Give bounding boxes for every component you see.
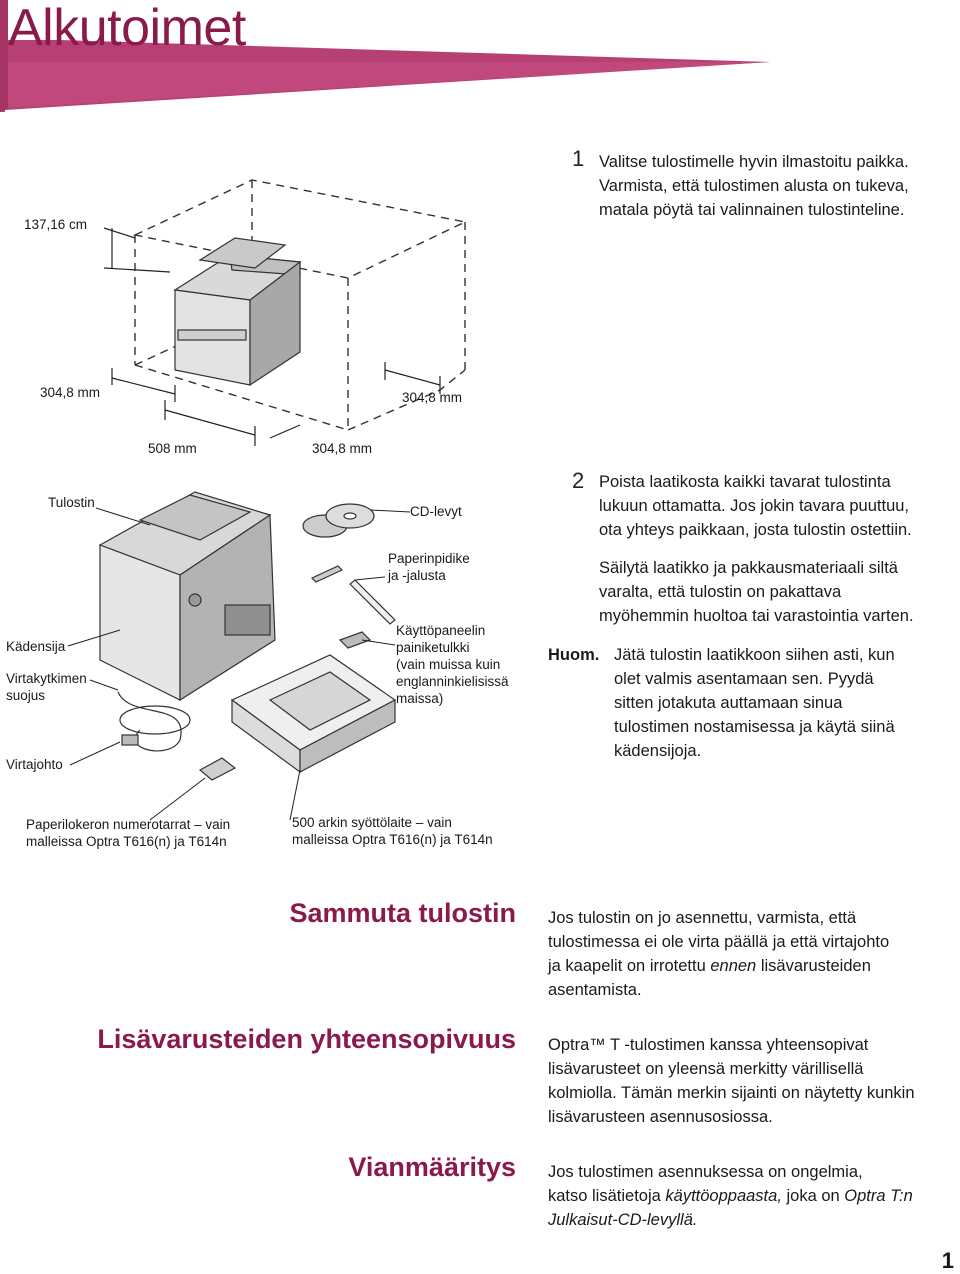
- text-line: asentamista.: [548, 981, 642, 999]
- text-line: Jos tulostimen asennuksessa on ongelmia,: [548, 1163, 863, 1181]
- page-title: Alkutoimet: [8, 0, 246, 57]
- text-line: tulostimessa ei ole virta päällä ja että…: [548, 933, 890, 951]
- dim-height-label: 137,16 cm: [24, 217, 88, 232]
- step-1-number: 1: [572, 146, 585, 171]
- emphasis: ennen: [710, 957, 757, 975]
- note-line: kädensijoja.: [614, 742, 702, 760]
- label-feeder: 500 arkin syöttölaite – vain malleissa O…: [292, 814, 493, 848]
- step-1-line: matala pöytä tai valinnainen tulostintel…: [599, 201, 905, 219]
- label-power-switch-cover: Virtakytkimen suojus: [6, 670, 87, 704]
- label-line: ja -jalusta: [388, 568, 446, 583]
- label-line: Käyttöpaneelin: [396, 623, 486, 638]
- step-2-line: Poista laatikosta kaikki tavarat tulosti…: [599, 473, 891, 491]
- label-line: (vain muissa kuin: [396, 657, 501, 672]
- note-label: Huom.: [548, 646, 600, 664]
- text-line: lisävarusteen asennusosiossa.: [548, 1108, 773, 1126]
- step-2-paragraph-2: Säilytä laatikko ja pakkausmateriaali si…: [599, 556, 914, 628]
- label-line: malleissa Optra T616(n) ja T614n: [26, 834, 227, 849]
- note-line: sitten jotakuta auttamaan sinua: [614, 694, 843, 712]
- label-power-cord: Virtajohto: [6, 757, 63, 772]
- label-line: maissa): [396, 691, 444, 706]
- step-2-line: lukuun ottamatta. Jos jokin tavara puutt…: [599, 497, 910, 515]
- step-2-paragraph-1: Poista laatikosta kaikki tavarat tulosti…: [599, 470, 912, 542]
- label-cds: CD-levyt: [410, 504, 462, 519]
- step-2-line: ota yhteys paikkaan, josta tulostin oste…: [599, 521, 912, 539]
- troubleshoot-text: Jos tulostimen asennuksessa on ongelmia,…: [548, 1160, 960, 1232]
- step-1-text: Valitse tulostimelle hyvin ilmastoitu pa…: [599, 150, 909, 222]
- text-line: lisävarusteet on yleensä merkitty värill…: [548, 1060, 864, 1078]
- dim-front-label: 508 mm: [148, 441, 197, 456]
- page-number: 1: [941, 1248, 954, 1273]
- emphasis: Julkaisut-CD-levyllä.: [548, 1211, 698, 1229]
- step-2-number: 2: [572, 468, 585, 493]
- step-2-line: Säilytä laatikko ja pakkausmateriaali si…: [599, 559, 898, 577]
- text-line: katso lisätietoja käyttöoppaasta, joka o…: [548, 1184, 960, 1208]
- title-band: Alkutoimet: [0, 0, 960, 112]
- label-line: Virtakytkimen: [6, 671, 87, 686]
- text-line: Jos tulostin on jo asennettu, varmista, …: [548, 909, 857, 927]
- label-line: malleissa Optra T616(n) ja T614n: [292, 832, 493, 847]
- emphasis: käyttöoppaasta,: [665, 1187, 782, 1205]
- text-span: lisävarusteiden: [756, 957, 871, 975]
- label-line: painiketulkki: [396, 640, 470, 655]
- heading-troubleshooting: Vianmääritys: [348, 1152, 516, 1182]
- label-line: Paperilokeron numerotarrat – vain: [26, 817, 231, 832]
- title-band-shape: [0, 0, 770, 112]
- label-panel-overlay: Käyttöpaneelin painiketulkki (vain muiss…: [396, 622, 509, 707]
- label-printer: Tulostin: [48, 495, 95, 510]
- label-handle: Kädensija: [6, 639, 66, 654]
- text-span: katso lisätietoja: [548, 1187, 666, 1205]
- heading-power-off: Sammuta tulostin: [289, 898, 516, 928]
- note-line: olet valmis asentamaan sen. Pyydä: [614, 670, 874, 688]
- power-off-text: Jos tulostin on jo asennettu, varmista, …: [548, 906, 958, 1002]
- step-1-line: Valitse tulostimelle hyvin ilmastoitu pa…: [599, 153, 909, 171]
- dim-left-label: 304,8 mm: [40, 385, 101, 400]
- text-span: ja kaapelit on irrotettu: [548, 957, 711, 975]
- note-line: tulostimen nostamisessa ja käytä siinä: [614, 718, 895, 736]
- step-2-line: myöhemmin huoltoa tai varastointia varte…: [599, 607, 914, 625]
- label-line: 500 arkin syöttölaite – vain: [292, 815, 452, 830]
- text-line: ja kaapelit on irrotettu ennen lisävarus…: [548, 954, 958, 978]
- text-line: Julkaisut-CD-levyllä.: [548, 1208, 960, 1232]
- label-tray-labels: Paperilokeron numerotarrat – vain mallei…: [26, 816, 230, 850]
- text-span: joka on: [781, 1187, 845, 1205]
- dim-back-label: 304,8 mm: [312, 441, 373, 456]
- step-2-line: varalta, että tulostin on pakattava: [599, 583, 842, 601]
- step-1-line: Varmista, että tulostimen alusta on tuke…: [599, 177, 909, 195]
- note-text: Jätä tulostin laatikkoon siihen asti, ku…: [614, 643, 895, 763]
- label-line: Paperinpidike: [388, 551, 470, 566]
- compat-text: Optra™ T -tulostimen kanssa yhteensopiva…: [548, 1033, 960, 1129]
- text-line: kolmiolla. Tämän merkin sijainti on näyt…: [548, 1084, 915, 1102]
- text-line: Optra™ T -tulostimen kanssa yhteensopiva…: [548, 1036, 869, 1054]
- label-line: suojus: [6, 688, 46, 703]
- dim-right-label: 304,8 mm: [402, 390, 463, 405]
- label-paper-holder: Paperinpidike ja -jalusta: [388, 550, 470, 584]
- label-line: englanninkielisissä: [396, 674, 509, 689]
- emphasis: Optra T:n: [844, 1187, 913, 1205]
- heading-compatibility: Lisävarusteiden yhteensopivuus: [97, 1024, 516, 1054]
- note-line: Jätä tulostin laatikkoon siihen asti, ku…: [614, 646, 895, 664]
